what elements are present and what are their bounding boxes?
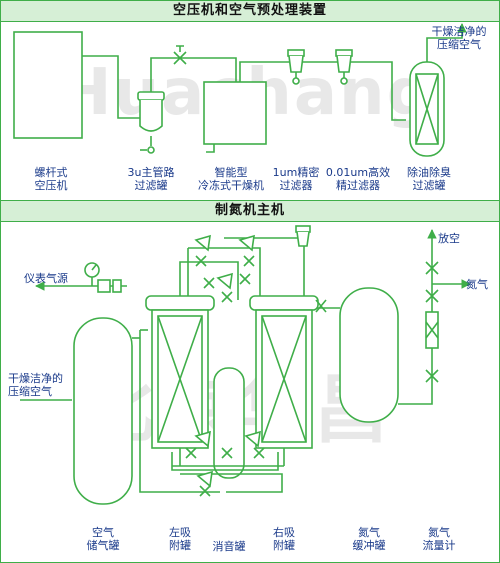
nitrogen-buffer-tank — [339, 287, 399, 423]
screw-air-compressor — [13, 31, 83, 139]
nitrogen-outlet-label: 氮气 — [466, 278, 488, 291]
precision-filter-label-line2: 过滤器 — [279, 179, 313, 192]
flowmeter-label-line2: 流量计 — [422, 539, 456, 552]
left-adsorption-tower — [145, 295, 215, 466]
flowmeter-valves — [425, 261, 439, 383]
precision-filter-label: 1um精密 过滤器 — [268, 166, 324, 192]
high-eff-filter-label-line1: 0.01um高效 — [325, 166, 391, 179]
oil-remover-label-line2: 过滤罐 — [412, 179, 446, 192]
silencer-tank — [213, 367, 245, 479]
main-pipeline-filter — [137, 91, 165, 154]
oil-removal-tank — [409, 50, 445, 157]
main-filter-label: 3u主管路 过滤罐 — [113, 166, 189, 192]
oil-remover-label: 除油除臭 过滤罐 — [400, 166, 458, 192]
outlet-air-label-line2: 压缩空气 — [437, 38, 481, 51]
top-filter — [295, 225, 311, 247]
compressor-label-line2: 空压机 — [34, 179, 68, 192]
right-adsorber-label: 右吸 附罐 — [256, 526, 312, 552]
vent-label: 放空 — [438, 232, 460, 245]
left-adsorber-label: 左吸 附罐 — [152, 526, 208, 552]
high-efficiency-filter — [335, 49, 353, 85]
dryer-label-line2: 冷冻式干燥机 — [198, 179, 264, 192]
silencer-label: 消音罐 — [212, 540, 246, 553]
left-adsorber-label-line1: 左吸 — [169, 526, 191, 539]
high-eff-filter-label-line2: 精过滤器 — [336, 179, 380, 192]
right-adsorption-tower — [249, 295, 319, 466]
pressure-gauge — [84, 262, 100, 286]
flowmeter-label: 氮气 流量计 — [410, 526, 468, 552]
inlet-air-label: 干燥洁净的 压缩空气 — [8, 372, 63, 398]
refrigerated-dryer — [203, 81, 267, 153]
top-actuators — [194, 234, 255, 290]
precision-filter-label-line1: 1um精密 — [272, 166, 320, 179]
main-section-title: 制氮机主机 — [1, 200, 499, 222]
inlet-air-label-line1: 干燥洁净的 — [8, 372, 63, 385]
air-tank-label-line1: 空气 — [92, 526, 114, 539]
bottom-actuators — [194, 430, 261, 488]
inlet-air-label-line2: 压缩空气 — [8, 385, 52, 398]
air-tank-label-line2: 储气罐 — [86, 539, 120, 552]
pretreatment-section-title: 空压机和空气预处理装置 — [1, 0, 499, 22]
buffer-tank-label: 氮气 缓冲罐 — [340, 526, 398, 552]
dryer-label: 智能型 冷冻式干燥机 — [190, 166, 272, 192]
top-valves — [195, 255, 255, 303]
air-storage-tank — [73, 317, 133, 505]
compressor-label-line1: 螺杆式 — [34, 166, 68, 179]
main-filter-label-line2: 过滤罐 — [134, 179, 168, 192]
valve-v1 — [173, 45, 187, 65]
precision-filter — [287, 49, 305, 85]
outlet-air-label-line1: 干燥洁净的 — [431, 25, 487, 38]
outlet-air-label: 干燥洁净的 压缩空气 — [424, 25, 494, 51]
main-filter-label-line1: 3u主管路 — [127, 166, 175, 179]
dryer-label-line1: 智能型 — [214, 166, 248, 179]
right-adsorber-label-line2: 附罐 — [273, 539, 295, 552]
nitrogen-flowmeter — [425, 311, 439, 349]
buffer-tank-label-line1: 氮气 — [358, 526, 380, 539]
flowmeter-label-line1: 氮气 — [428, 526, 450, 539]
buffer-tank-label-line2: 缓冲罐 — [352, 539, 386, 552]
check-valve — [315, 299, 327, 313]
oil-remover-label-line1: 除油除臭 — [407, 166, 451, 179]
left-adsorber-label-line2: 附罐 — [169, 539, 191, 552]
high-eff-filter-label: 0.01um高效 精过滤器 — [323, 166, 393, 192]
bottom-valves — [185, 447, 265, 497]
instrument-air-label: 仪表气源 — [24, 272, 68, 285]
compressor-label: 螺杆式 空压机 — [22, 166, 80, 192]
instrument-regulator — [97, 279, 122, 293]
air-tank-label: 空气 储气罐 — [74, 526, 132, 552]
right-adsorber-label-line1: 右吸 — [273, 526, 295, 539]
